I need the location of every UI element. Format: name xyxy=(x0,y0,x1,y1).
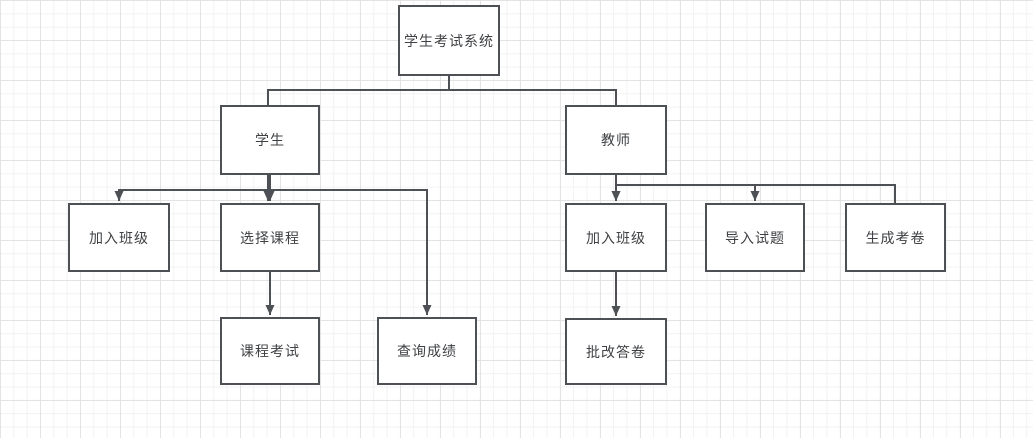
node-label: 查询成绩 xyxy=(397,343,457,359)
node-import-questions[interactable]: 导入试题 xyxy=(705,203,805,272)
node-generate-exam-paper[interactable]: 生成考卷 xyxy=(845,203,946,272)
node-label: 教师 xyxy=(601,132,631,148)
edge-teacher-to-import-questions[interactable] xyxy=(615,175,760,201)
node-select-course[interactable]: 选择课程 xyxy=(220,203,320,272)
node-label: 学生 xyxy=(255,132,285,148)
node-student-join-class[interactable]: 加入班级 xyxy=(68,203,170,272)
node-label: 生成考卷 xyxy=(865,229,926,246)
node-label: 导入试题 xyxy=(725,229,785,246)
node-label: 加入班级 xyxy=(586,229,646,246)
node-exam-system[interactable]: 学生考试系统 xyxy=(398,5,500,76)
node-label: 课程考试 xyxy=(240,343,300,359)
node-label: 批改答卷 xyxy=(586,343,646,360)
node-label: 学生考试系统 xyxy=(404,32,494,49)
node-label: 选择课程 xyxy=(240,229,300,246)
edge-student-to-join-class[interactable] xyxy=(114,175,271,201)
edge-teacher-to-generate-exam-paper[interactable] xyxy=(615,175,896,203)
edge-student-to-query-grades[interactable] xyxy=(269,175,432,315)
node-student[interactable]: 学生 xyxy=(220,105,320,175)
node-teacher-join-class[interactable]: 加入班级 xyxy=(565,203,667,272)
node-label: 加入班级 xyxy=(89,229,149,246)
node-course-exam[interactable]: 课程考试 xyxy=(220,317,320,385)
node-query-grades[interactable]: 查询成绩 xyxy=(377,317,477,385)
node-teacher[interactable]: 教师 xyxy=(565,105,667,175)
node-grade-answer-sheets[interactable]: 批改答卷 xyxy=(565,318,667,385)
